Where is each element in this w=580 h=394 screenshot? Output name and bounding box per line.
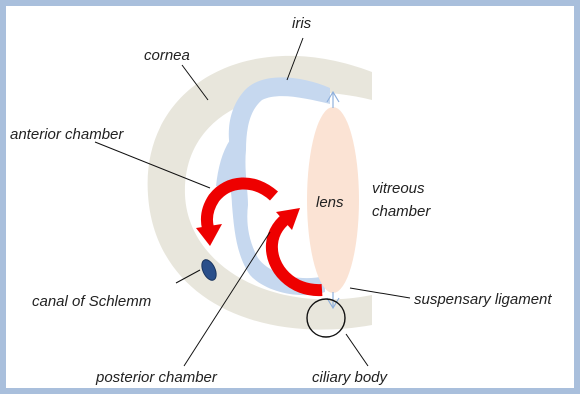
label-lens: lens (316, 194, 344, 211)
label-cornea: cornea (144, 47, 190, 64)
label-suspensary-ligament: suspensary ligament (414, 291, 552, 308)
label-canal-of-schlemm: canal of Schlemm (32, 293, 151, 310)
label-iris: iris (292, 15, 312, 32)
label-vitreous-1: vitreous (372, 180, 425, 197)
label-anterior-chamber: anterior chamber (10, 126, 124, 143)
label-posterior-chamber: posterior chamber (95, 369, 218, 386)
label-vitreous-2: chamber (372, 203, 431, 220)
label-ciliary-body: ciliary body (312, 369, 389, 386)
